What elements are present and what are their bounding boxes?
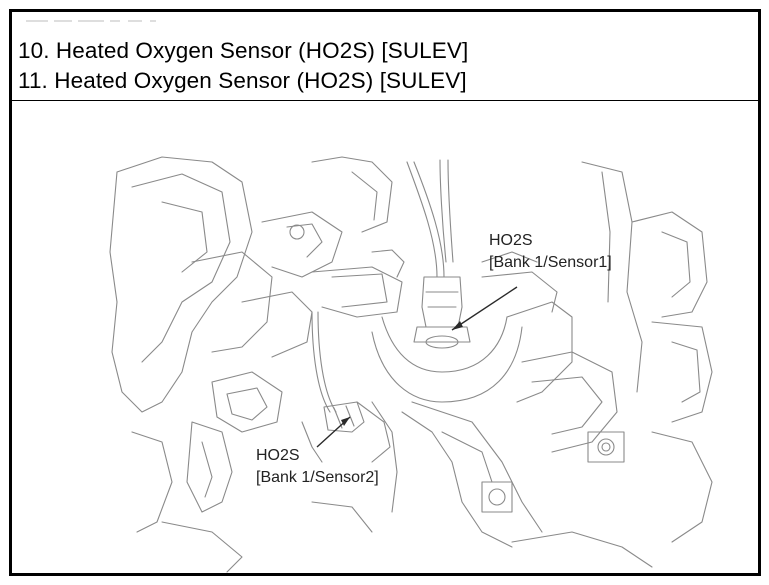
callout-sensor-2: HO2S [Bank 1/Sensor2] xyxy=(256,445,379,489)
sensor-location-illustration: HO2S [Bank 1/Sensor1] HO2S [Bank 1/Senso… xyxy=(12,102,758,573)
callout-sensor-2-title: HO2S xyxy=(256,447,300,464)
caption-header: 10. Heated Oxygen Sensor (HO2S) [SULEV] … xyxy=(12,12,758,101)
callout-sensor-1: HO2S [Bank 1/Sensor1] xyxy=(489,230,612,274)
callout-sensor-2-subtitle: [Bank 1/Sensor2] xyxy=(256,469,379,486)
diagram-frame: 10. Heated Oxygen Sensor (HO2S) [SULEV] … xyxy=(9,9,761,576)
caption-line-11: 11. Heated Oxygen Sensor (HO2S) [SULEV] xyxy=(18,68,467,93)
engine-line-drawing xyxy=(109,156,713,573)
callout-sensor-1-subtitle: [Bank 1/Sensor1] xyxy=(489,254,612,271)
caption-line-10: 10. Heated Oxygen Sensor (HO2S) [SULEV] xyxy=(18,38,469,63)
faint-header-mark xyxy=(26,20,156,22)
callout-sensor-1-title: HO2S xyxy=(489,232,533,249)
